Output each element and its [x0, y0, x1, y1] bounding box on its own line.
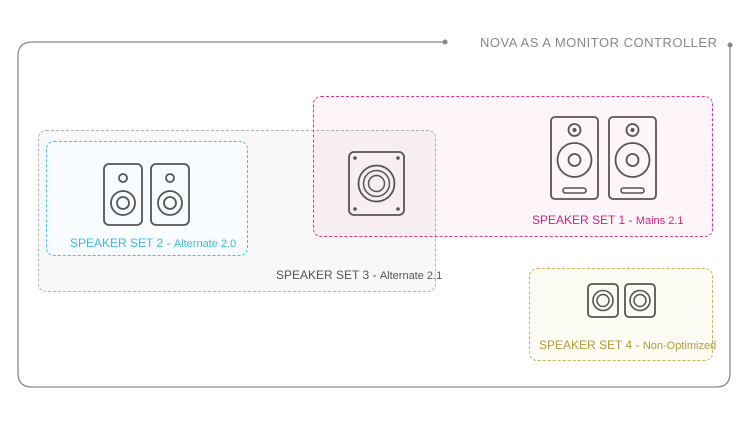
speaker-set-1-label: SPEAKER SET 1 - Mains 2.1 — [532, 213, 684, 227]
floorstanding-speaker-icon — [608, 116, 657, 200]
floorstanding-speaker-icon — [550, 116, 599, 200]
mini-speaker-icon — [624, 283, 656, 318]
diagram-title: NOVA AS A MONITOR CONTROLLER — [480, 35, 718, 50]
speaker-set-2-label: SPEAKER SET 2 - Alternate 2.0 — [70, 236, 237, 250]
speaker-set-4-label: SPEAKER SET 4 - Non-Optimized — [539, 338, 717, 352]
speaker-set-2-group — [46, 141, 248, 256]
bookshelf-speaker-icon — [103, 163, 143, 226]
speaker-set-4-group — [529, 268, 713, 361]
speaker-set-3-label: SPEAKER SET 3 - Alternate 2.1 — [276, 268, 443, 282]
subwoofer-icon — [348, 151, 405, 216]
mini-speaker-icon — [587, 283, 619, 318]
bookshelf-speaker-icon — [150, 163, 190, 226]
